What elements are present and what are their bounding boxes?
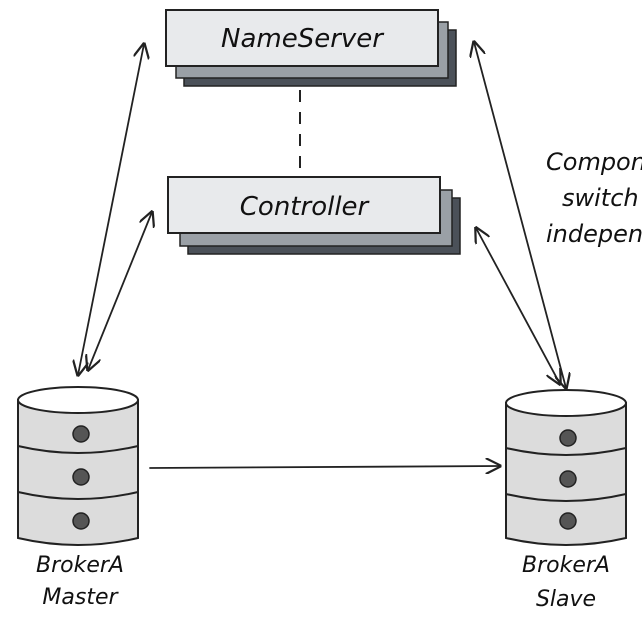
annotation-line-2: switch	[562, 184, 639, 212]
controller-label: Controller	[240, 192, 371, 222]
database-icon	[17, 386, 139, 546]
broker-master-role: Master	[42, 585, 119, 610]
broker-slave-name: BrokerA	[522, 553, 610, 578]
annotation-line-3: indepen	[546, 220, 642, 248]
database-icon	[505, 389, 627, 546]
annotation-line-1: Compon	[546, 148, 642, 176]
nameserver-label: NameServer	[221, 24, 385, 54]
annotation: Compon switch indepen	[546, 148, 642, 248]
arrow-master-to-slave	[149, 466, 500, 468]
arrow-slave-controller	[476, 228, 560, 384]
arrow-master-nameserver	[78, 44, 144, 375]
broker-master-node: BrokerA Master	[17, 386, 139, 610]
arrow-slave-nameserver	[474, 42, 566, 388]
broker-master-name: BrokerA	[36, 553, 124, 578]
broker-slave-node: BrokerA Slave	[505, 389, 627, 612]
broker-slave-role: Slave	[536, 587, 596, 612]
controller-node: Controller	[167, 176, 461, 255]
arrow-master-controller	[88, 212, 152, 370]
nameserver-node: NameServer	[165, 9, 457, 87]
